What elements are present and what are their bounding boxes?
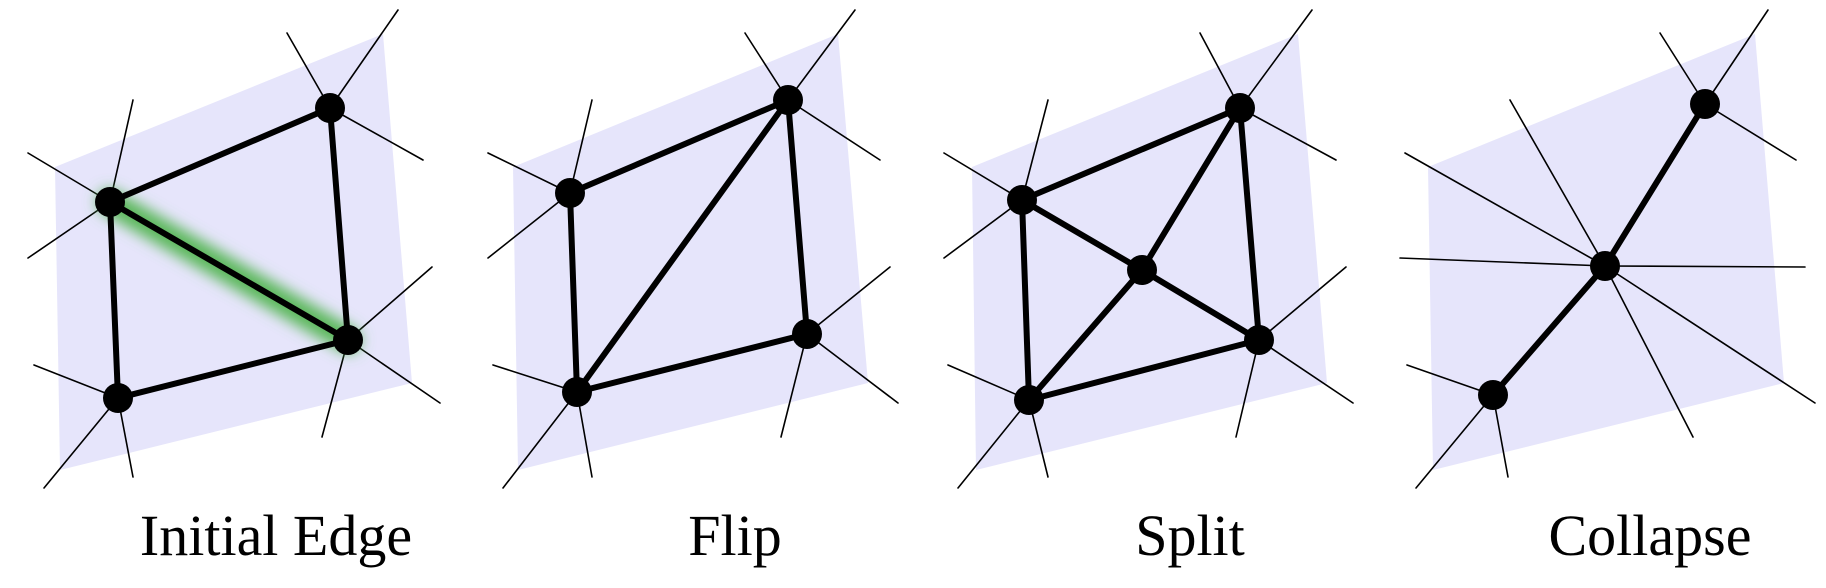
vertices: [1478, 89, 1720, 410]
split-new-vertex: [1127, 255, 1157, 285]
collapsed-vertex: [1590, 251, 1620, 281]
panel-label-split: Split: [1135, 503, 1245, 568]
panel-label-initial-edge: Initial Edge: [140, 503, 412, 568]
initial-edge-line: [107, 199, 351, 343]
spokes: [1399, 9, 1816, 489]
spokes: [27, 9, 441, 489]
vertices: [95, 93, 363, 413]
vertices: [555, 85, 822, 407]
vertices: [1007, 93, 1274, 415]
panel-collapse: Collapse: [1399, 9, 1816, 568]
edges: [1019, 105, 1262, 403]
panel-flip: Flip: [487, 9, 899, 568]
panel-label-collapse: Collapse: [1549, 503, 1752, 568]
panel-label-flip: Flip: [688, 503, 782, 568]
edges: [107, 105, 351, 401]
panel-initial-edge: Initial Edge: [27, 9, 441, 568]
flipped-edge-line: [574, 97, 791, 395]
panel-split: Split: [943, 9, 1354, 568]
surface-region: [55, 34, 412, 470]
edges: [1490, 101, 1708, 398]
surface-region: [513, 34, 868, 470]
edges: [567, 97, 810, 395]
